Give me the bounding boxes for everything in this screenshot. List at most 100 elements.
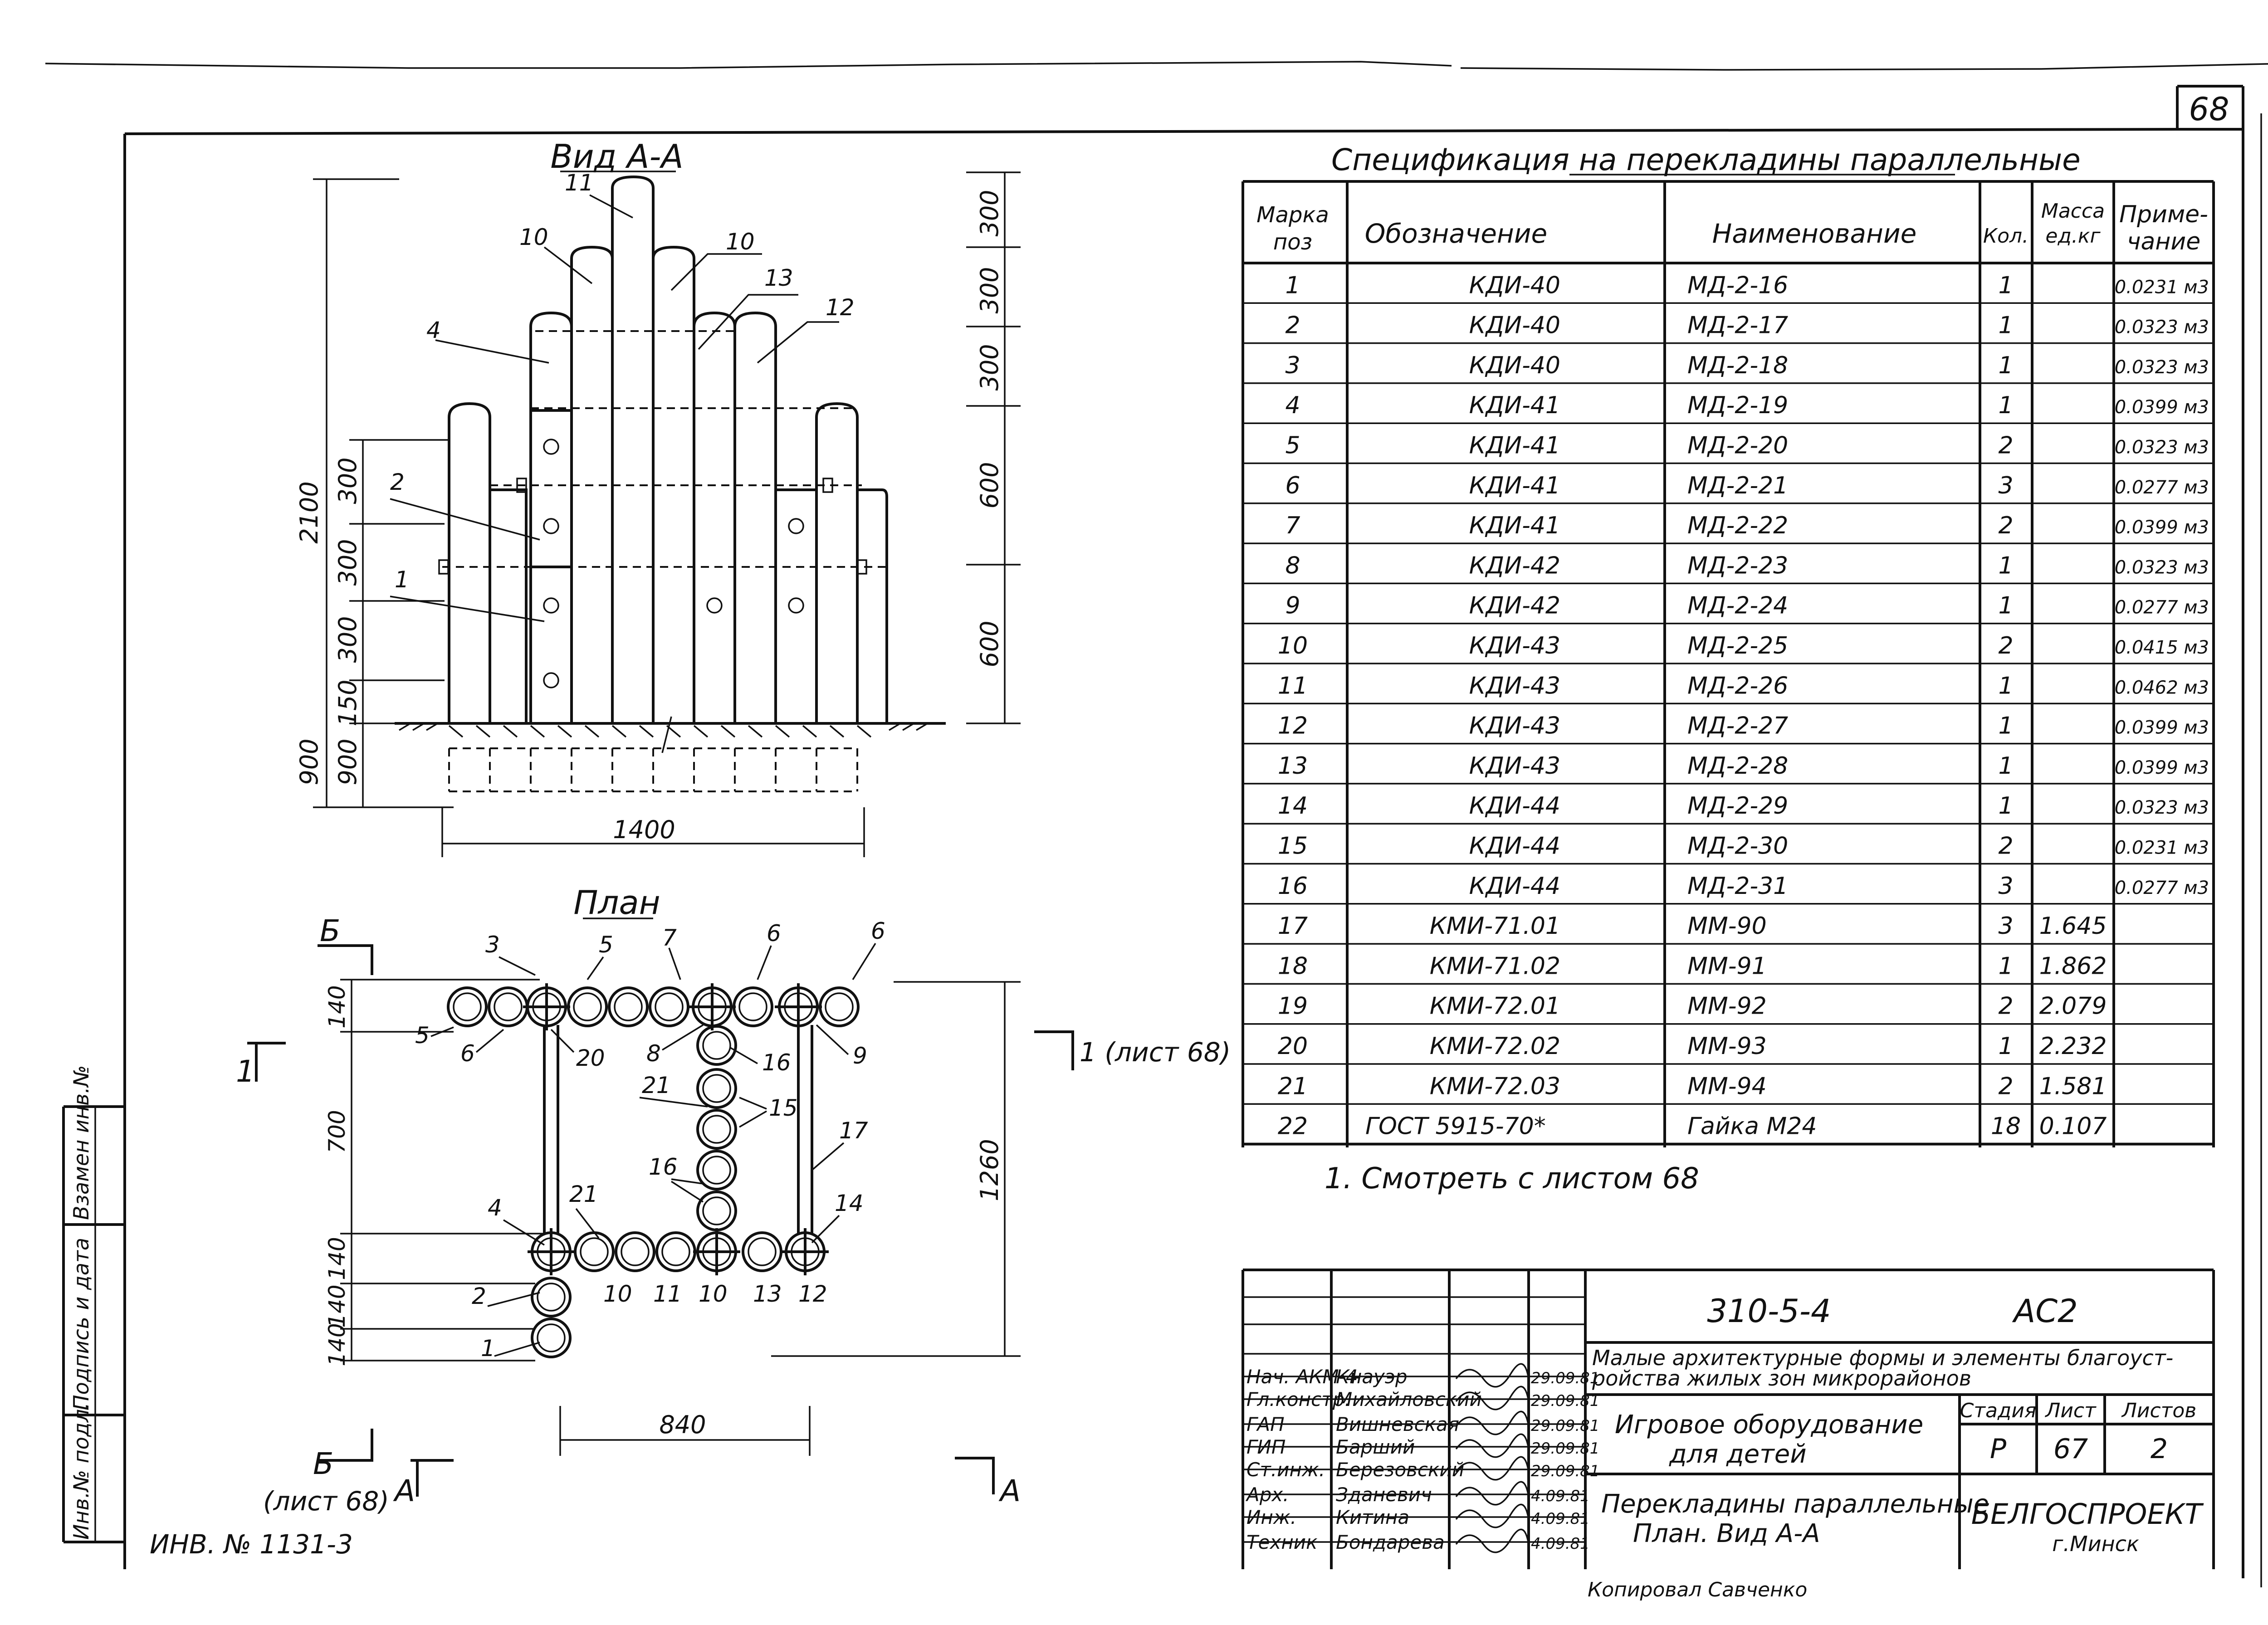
- stamp-date: 29.09.81: [1531, 1369, 1599, 1387]
- spec-cell: 15: [1278, 833, 1308, 860]
- plan-leader-1: 1: [481, 1335, 495, 1361]
- spec-cell: КДИ-42: [1469, 592, 1560, 620]
- spec-cell: 3: [1285, 352, 1300, 379]
- spec-cell: 2: [1998, 1073, 2013, 1100]
- stamp-sheets: 2: [2151, 1433, 2168, 1465]
- spec-table: Спецификация на перекладины параллельные…: [1242, 142, 2215, 1196]
- spec-cell: 0.0399 м3: [2115, 717, 2209, 738]
- plan-leader-21-b: 21: [569, 1181, 598, 1207]
- spec-cell: 0.0231 м3: [2115, 277, 2209, 298]
- dim-r-600-b: 600: [975, 620, 1004, 667]
- spec-cell: КДИ-40: [1469, 312, 1560, 339]
- plan-leader-8: 8: [646, 1040, 661, 1067]
- spec-cell: 2: [1998, 833, 2013, 860]
- stamp-name: Зданевич: [1336, 1483, 1432, 1506]
- stamp-code: 310-5-4: [1707, 1293, 1831, 1330]
- spec-cell: МД-2-22: [1687, 512, 1788, 539]
- spec-cell: 0.107: [2039, 1113, 2107, 1140]
- dim-r-300-b: 300: [975, 267, 1004, 313]
- spec-cell: КДИ-41: [1469, 432, 1560, 459]
- plan-post-inner: [573, 992, 602, 1021]
- spec-cell: ММ-90: [1687, 913, 1767, 940]
- spec-cell: 3: [1998, 913, 2013, 940]
- foundation-dashed: [448, 747, 858, 792]
- stamp-stage-label: Стадия: [1960, 1399, 2037, 1422]
- spec-cell: 1.862: [2039, 952, 2107, 980]
- spec-cell: МД-2-23: [1687, 552, 1788, 579]
- spec-cell: КДИ-41: [1469, 392, 1560, 419]
- stamp-name: Вишневская: [1336, 1413, 1459, 1435]
- spec-cell: КМИ-72.01: [1430, 993, 1560, 1020]
- spec-cell: 0.0399 м3: [2115, 517, 2209, 538]
- dim-r-300-a: 300: [975, 190, 1004, 236]
- signature-scribble: [1455, 1363, 1530, 1388]
- plan-post: [615, 1231, 655, 1272]
- plan-post-inner: [702, 1074, 731, 1103]
- spec-cell: 1: [1285, 272, 1300, 299]
- stamp-object-1: Игровое оборудование: [1615, 1410, 1923, 1440]
- spec-cell: 2.232: [2039, 1033, 2107, 1060]
- plan-post: [742, 1231, 782, 1272]
- dim-2100: 2100: [295, 481, 323, 543]
- spec-cell: МД-2-31: [1687, 873, 1788, 900]
- spec-cell: МД-2-30: [1687, 833, 1788, 860]
- hdr-qty: Кол.: [1983, 224, 2028, 248]
- signature-scribble: [1455, 1433, 1530, 1458]
- spec-cell: 1.645: [2039, 913, 2107, 940]
- spec-cell: 22: [1278, 1113, 1308, 1140]
- spec-cell: 1: [1998, 272, 2013, 299]
- spec-cell: КДИ-43: [1469, 712, 1560, 740]
- stamp-date: 29.09.81: [1531, 1392, 1599, 1410]
- spec-cell: ММ-91: [1687, 952, 1767, 980]
- plan-post-inner: [537, 1283, 566, 1312]
- spec-cell: 1: [1998, 952, 2013, 980]
- plan-leaders: 3 5 7 6 6 5 6 20 8 16 9 21 15 16 17 4: [415, 918, 885, 1361]
- side-label-signature: Подпись и дата: [69, 1238, 93, 1410]
- dim-r-300-c: 300: [975, 344, 1004, 390]
- leader-10-left: 10: [519, 224, 548, 250]
- spec-cell: 0.0399 м3: [2115, 397, 2209, 418]
- plan-post-inner: [702, 1031, 731, 1060]
- plan-post-inner: [655, 992, 684, 1021]
- spec-cell: 0.0462 м3: [2115, 677, 2209, 698]
- plan-leader-13: 13: [753, 1281, 782, 1307]
- view-dim-bottom: 1400: [441, 807, 865, 857]
- section-marks: Б 1 1 (лист 68) Б (лист 68) А А: [236, 913, 1231, 1517]
- spec-cell: 8: [1285, 552, 1300, 579]
- spec-cell: 3: [1998, 873, 2013, 900]
- stamp-stage: Р: [1990, 1433, 2007, 1465]
- spec-cell: МД-2-17: [1687, 312, 1788, 339]
- hdr-mark-2: поз: [1273, 229, 1312, 255]
- spec-cell: 1: [1998, 792, 2013, 820]
- plan-leader-10-b: 10: [699, 1281, 728, 1307]
- spec-cell: ММ-92: [1687, 993, 1767, 1020]
- view-dims-left: 2100 300 300 300 150 900 900: [295, 178, 454, 808]
- hdr-note-2: чание: [2127, 228, 2200, 255]
- inventory-number: ИНВ. № 1131-3: [150, 1529, 353, 1560]
- plan-post: [696, 1150, 737, 1191]
- dim-r-600-a: 600: [975, 462, 1004, 508]
- spec-cell: МД-2-21: [1687, 472, 1788, 499]
- stamp-project-2: ройства жилых зон микрорайонов: [1592, 1366, 1971, 1391]
- spec-cell: 0.0277 м3: [2115, 878, 2209, 898]
- plan-post-inner: [702, 1115, 731, 1144]
- spec-cell: 10: [1278, 632, 1308, 659]
- spec-cell: МД-2-20: [1687, 432, 1788, 459]
- plan-leader-5-top: 5: [599, 932, 613, 958]
- stamp-date: 29.09.81: [1531, 1462, 1599, 1480]
- spec-cell: 0.0323 м3: [2115, 437, 2209, 458]
- spec-cell: 2: [1998, 432, 2013, 459]
- view-a-a: Вид А-А: [295, 137, 1021, 857]
- plan-leader-5: 5: [415, 1022, 430, 1049]
- spec-cell: 1: [1998, 392, 2013, 419]
- spec-cell: 1: [1998, 352, 2013, 379]
- spec-cell: 1: [1998, 312, 2013, 339]
- plan-dim-140-b: 140: [324, 1237, 350, 1280]
- plan-post: [649, 986, 689, 1027]
- dim-1400: 1400: [613, 815, 675, 844]
- stamp-name: Барший: [1336, 1436, 1415, 1458]
- stamp-role: Арх.: [1245, 1483, 1289, 1506]
- spec-cell: 0.0323 м3: [2115, 317, 2209, 338]
- stamp-object-2: для детей: [1669, 1440, 1807, 1469]
- spec-cell: 13: [1278, 752, 1308, 780]
